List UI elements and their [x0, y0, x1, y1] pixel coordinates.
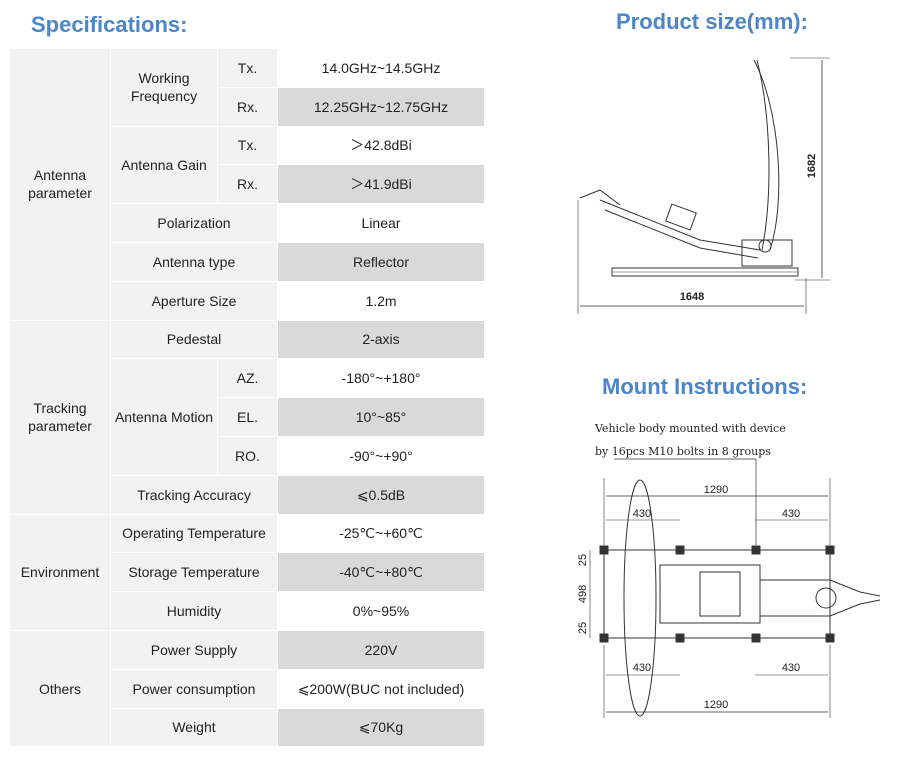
- dim-length-label: 1648: [680, 291, 704, 303]
- group-environment: Environment: [9, 513, 111, 631]
- mount-dim-498: 498: [577, 585, 589, 603]
- value-freq-tx: 14.0GHz~14.5GHz: [277, 48, 485, 88]
- spec-row: Aperture Size 1.2m: [10, 280, 485, 321]
- spec-row: Antenna type Reflector: [10, 241, 485, 282]
- spec-row: EL. 10°~85°: [10, 397, 485, 437]
- dish-topview-icon: [623, 479, 657, 717]
- spec-row: Antenna Gain Tx. ＞42.8dBi: [10, 125, 485, 205]
- specifications-heading: Specifications:: [31, 12, 188, 37]
- mount-dim-1290-bottom: 1290: [704, 699, 728, 711]
- spec-row: Tracking Accuracy ⩽0.5dB: [10, 474, 485, 515]
- sublabel-freq-tx: Tx.: [217, 48, 278, 88]
- mount-dim-430-top-right: 430: [782, 508, 800, 520]
- sublabel-freq-rx: Rx.: [217, 86, 278, 127]
- sublabel-az: AZ.: [217, 358, 278, 399]
- label-antenna-motion: Antenna Motion: [110, 358, 218, 476]
- label-humidity: Humidity: [110, 591, 278, 631]
- value-storage-temperature: -40℃~+80℃: [277, 552, 485, 593]
- mount-dim-25-bottom: 25: [577, 622, 589, 634]
- sublabel-gain-tx: Tx.: [217, 125, 278, 166]
- value-freq-rx: 12.25GHz~12.75GHz: [277, 86, 485, 127]
- dim-height-label: 1682: [806, 154, 818, 178]
- value-pedestal: 2-axis: [277, 319, 485, 360]
- value-humidity: 0%~95%: [277, 591, 485, 631]
- value-antenna-type: Reflector: [277, 241, 485, 282]
- product-size-heading: Product size(mm):: [616, 9, 808, 34]
- dish-reflector-icon: [753, 59, 780, 251]
- label-weight: Weight: [110, 707, 278, 748]
- spec-row: Environment Operating Temperature -25℃~+…: [9, 513, 485, 631]
- value-power-supply: 220V: [277, 629, 485, 670]
- sublabel-ro: RO.: [217, 435, 278, 476]
- spec-row: Rx. 12.25GHz~12.75GHz: [10, 86, 485, 127]
- spec-row: RO. -90°~+90°: [10, 435, 485, 476]
- spec-row: Rx. ＞41.9dBi: [10, 164, 485, 205]
- value-aperture-size: 1.2m: [277, 280, 485, 321]
- spec-row: Weight ⩽70Kg: [10, 707, 485, 748]
- mount-dim-430-bottom-left: 430: [633, 662, 651, 674]
- sublabel-gain-rx: Rx.: [217, 164, 278, 205]
- specifications-table: Antenna parameter Working Frequency Tx. …: [9, 48, 485, 748]
- value-tracking-accuracy: ⩽0.5dB: [277, 474, 485, 515]
- label-pedestal: Pedestal: [110, 319, 278, 360]
- mount-instructions-heading: Mount Instructions:: [602, 374, 808, 399]
- mount-note-line1: Vehicle body mounted with device: [594, 422, 786, 435]
- value-ro: -90°~+90°: [277, 435, 485, 476]
- label-operating-temperature: Operating Temperature: [110, 513, 278, 554]
- group-tracking-parameter: Tracking parameter: [9, 319, 111, 515]
- value-gain-rx: ＞41.9dBi: [277, 164, 485, 205]
- spec-row: Polarization Linear: [10, 203, 485, 243]
- spec-row: Antenna Motion AZ. -180°~+180°: [10, 358, 485, 476]
- value-gain-tx: ＞42.8dBi: [277, 125, 485, 166]
- mount-note-line2: by 16pcs M10 bolts in 8 groups: [595, 445, 771, 458]
- label-polarization: Polarization: [110, 203, 278, 243]
- label-power-supply: Power Supply: [110, 629, 278, 670]
- value-operating-temperature: -25℃~+60℃: [277, 513, 485, 554]
- value-el: 10°~85°: [277, 397, 485, 437]
- spec-row: Humidity 0%~95%: [10, 591, 485, 631]
- mount-dim-25-top: 25: [577, 554, 589, 566]
- value-polarization: Linear: [277, 203, 485, 243]
- spec-row: Antenna parameter Working Frequency Tx. …: [9, 48, 485, 321]
- label-antenna-type: Antenna type: [110, 241, 278, 282]
- sublabel-el: EL.: [217, 397, 278, 437]
- mount-dim-1290-top: 1290: [704, 484, 728, 496]
- label-power-consumption: Power consumption: [110, 668, 278, 709]
- spec-row: Storage Temperature -40℃~+80℃: [10, 552, 485, 593]
- mount-dim-430-top-left: 430: [633, 508, 651, 520]
- value-power-consumption: ⩽200W(BUC not included): [277, 668, 485, 709]
- group-antenna-parameter: Antenna parameter: [9, 48, 111, 321]
- label-antenna-gain: Antenna Gain: [110, 125, 218, 205]
- value-az: -180°~+180°: [277, 358, 485, 399]
- group-others: Others: [9, 629, 111, 748]
- spec-row: Others Power Supply 220V: [9, 629, 485, 748]
- mount-dim-430-bottom-right: 430: [782, 662, 800, 674]
- label-aperture-size: Aperture Size: [110, 280, 278, 321]
- value-weight: ⩽70Kg: [277, 707, 485, 748]
- spec-row: Tracking parameter Pedestal 2-axis: [9, 319, 485, 515]
- label-storage-temperature: Storage Temperature: [110, 552, 278, 593]
- label-tracking-accuracy: Tracking Accuracy: [110, 474, 278, 515]
- label-working-frequency: Working Frequency: [110, 48, 218, 127]
